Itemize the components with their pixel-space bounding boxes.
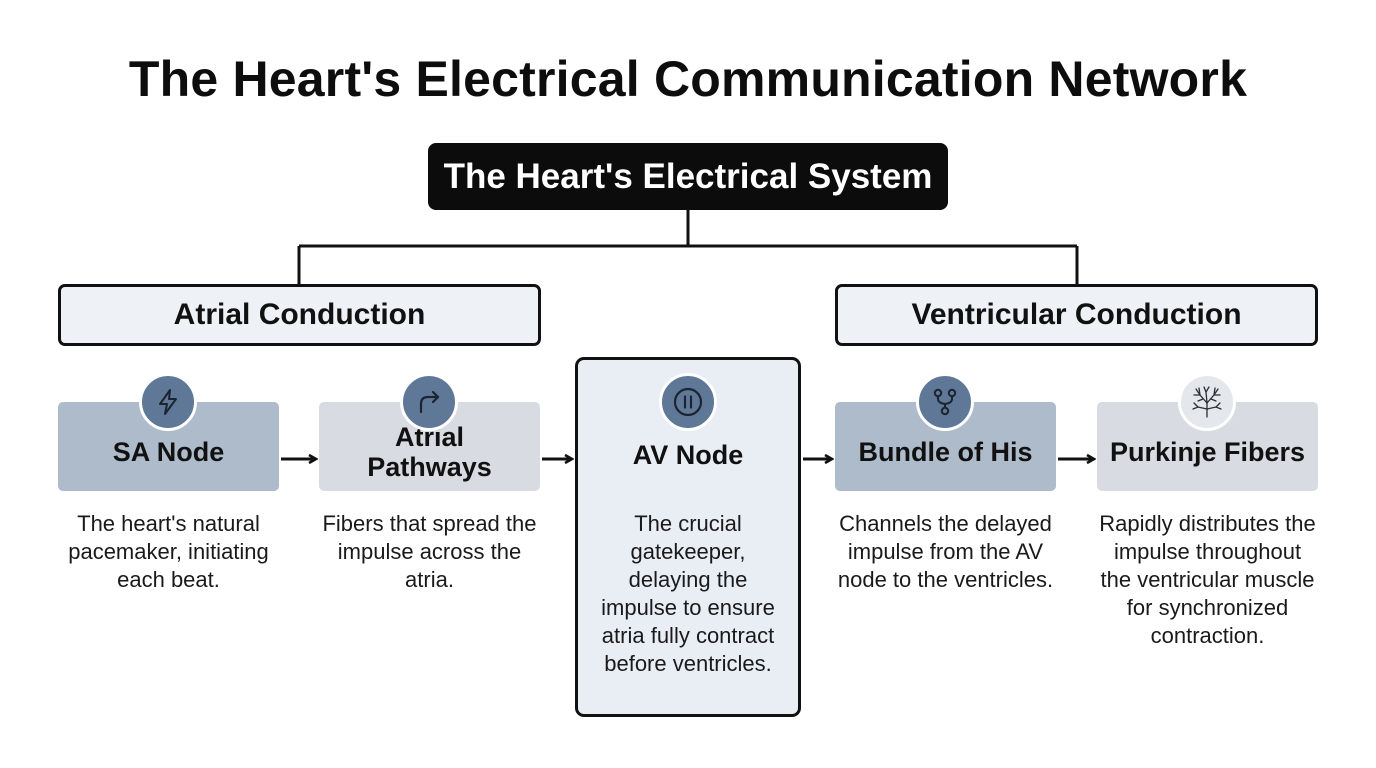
branch-icon — [916, 373, 974, 431]
node-purkinje-fibers-label: Purkinje Fibers — [1109, 436, 1306, 467]
node-bundle-of-his-label: Bundle of His — [858, 436, 1033, 467]
diagram-title: The Heart's Electrical Communication Net… — [128, 51, 1248, 107]
curved-arrow-icon — [400, 373, 458, 431]
node-atrial-pathways-label: Atrial Pathways — [367, 421, 492, 482]
node-sa-label: SA Node — [112, 436, 225, 467]
node-sa-description: The heart's natural pacemaker, initiatin… — [68, 511, 269, 592]
group-ventricular-conduction: Ventricular Conduction — [835, 284, 1318, 346]
node-av-description: The crucial gatekeeper, delaying the imp… — [601, 511, 775, 676]
node-atrial-pathways-description: Fibers that spread the impulse across th… — [322, 511, 537, 592]
node-bundle-of-his-description: Channels the delayed impulse from the AV… — [837, 511, 1054, 592]
pause-icon — [659, 373, 717, 431]
node-purkinje-fibers-description: Rapidly distributes the impulse througho… — [1099, 511, 1316, 648]
lightning-icon — [139, 373, 197, 431]
node-av-label: AV Node — [632, 440, 744, 470]
tree-connector — [297, 210, 1079, 284]
group-atrial-conduction: Atrial Conduction — [58, 284, 541, 346]
root-node: The Heart's Electrical System — [428, 143, 948, 210]
fibers-icon — [1178, 373, 1236, 431]
